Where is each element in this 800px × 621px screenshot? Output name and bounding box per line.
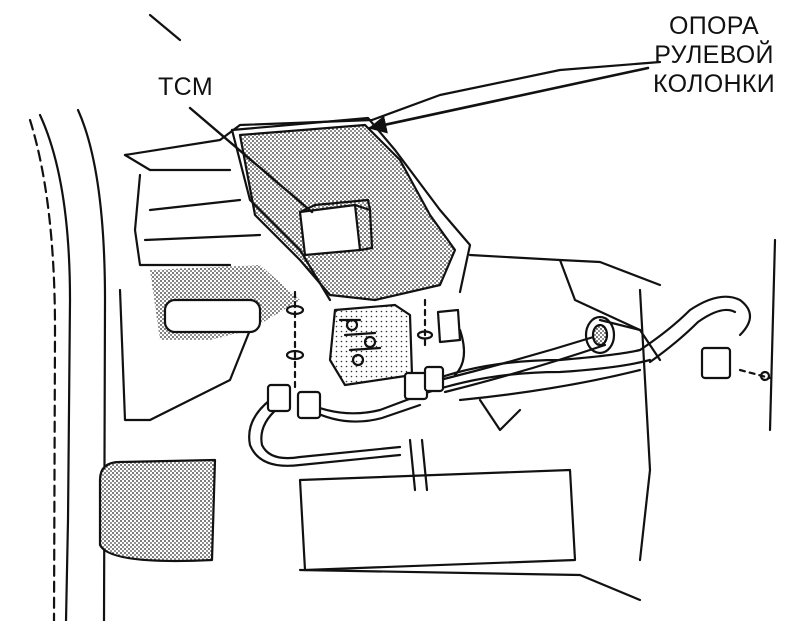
support-label-line-3: КОЛОНКИ (653, 70, 775, 98)
left-pillar (28, 108, 107, 621)
steering-column-support-label: ОПОРА РУЛЕВОЙ КОЛОНКИ (628, 12, 800, 99)
connector-clip (436, 308, 462, 344)
harness-connectors (266, 346, 732, 420)
grommet (584, 315, 616, 355)
lower-panel (298, 398, 642, 602)
support-leader-arrow (368, 66, 650, 134)
tcm-module (298, 198, 374, 257)
support-label-line-1: ОПОРА (668, 12, 760, 40)
connector-bracket (328, 303, 414, 387)
tcm-leader-line (188, 106, 314, 214)
wiring-harness (248, 295, 752, 492)
right-dashboard (468, 238, 777, 562)
fasteners (285, 290, 772, 392)
stray-tick (148, 13, 182, 42)
glovebox-latch (163, 298, 262, 334)
support-label-line-2: РУЛЕВОЙ (654, 41, 774, 69)
tcm-label: TCM (158, 73, 214, 101)
pedal-pad (98, 458, 217, 563)
